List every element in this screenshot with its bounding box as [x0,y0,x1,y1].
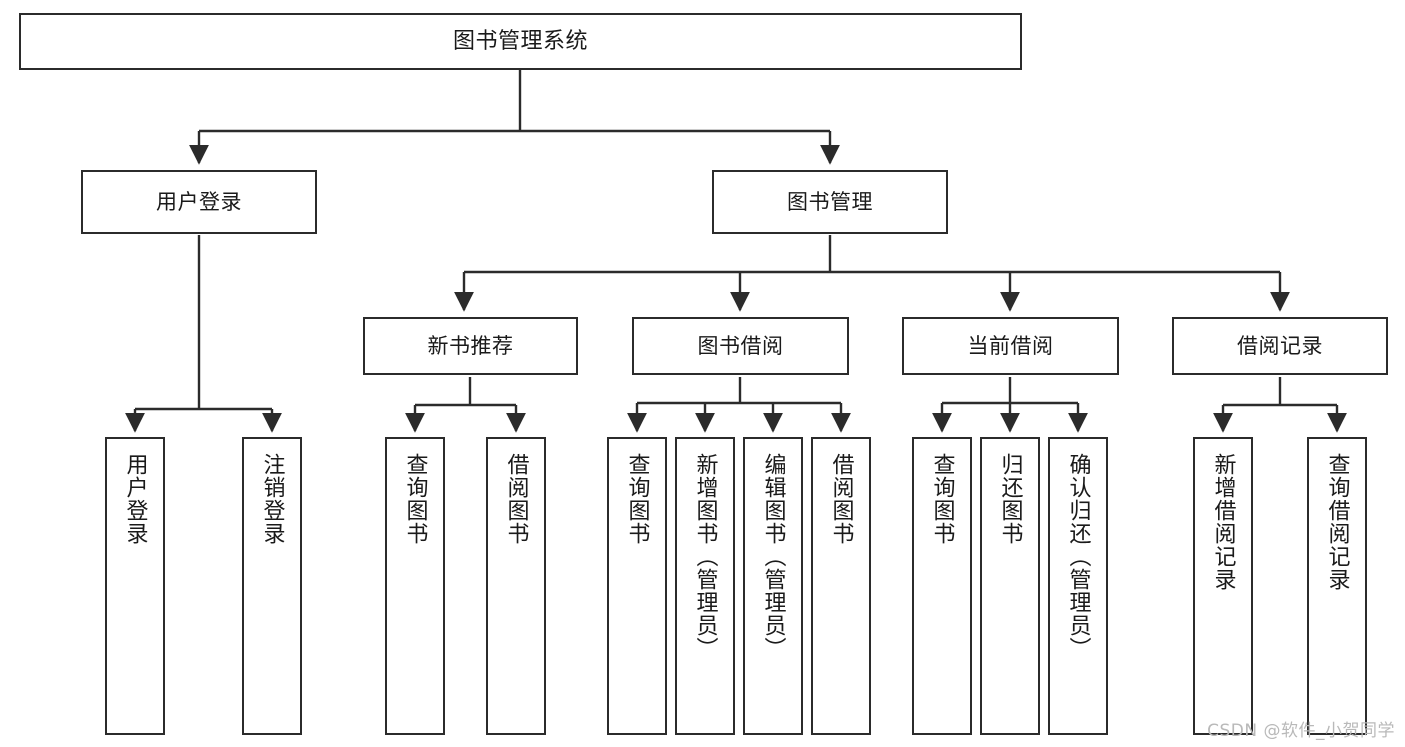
leaf-borrow-borrow-book[interactable]: 借阅图书 [811,437,871,735]
node-label: 借阅图书 [503,453,529,545]
node-label: 新书推荐 [427,333,514,358]
node-label: 图书管理 [787,189,873,214]
leaf-recommend-query-book[interactable]: 查询图书 [385,437,445,735]
node-label: 确认归还（管理员） [1065,453,1091,660]
leaf-borrow-add-book-admin[interactable]: 新增图书（管理员） [675,437,735,735]
node-label: 查询图书 [929,453,955,545]
node-user-login[interactable]: 用户登录 [81,170,317,234]
node-book-management[interactable]: 图书管理 [712,170,948,234]
node-label: 用户登录 [122,453,148,545]
leaf-record-add-record[interactable]: 新增借阅记录 [1193,437,1253,735]
node-book-borrow[interactable]: 图书借阅 [632,317,849,375]
leaf-borrow-query-book[interactable]: 查询图书 [607,437,667,735]
leaf-current-confirm-return-admin[interactable]: 确认归还（管理员） [1048,437,1108,735]
node-label: 借阅记录 [1237,333,1323,358]
node-label: 当前借阅 [967,333,1054,358]
leaf-recommend-borrow-book[interactable]: 借阅图书 [486,437,546,735]
node-label: 用户登录 [156,189,242,214]
leaf-borrow-edit-book-admin[interactable]: 编辑图书（管理员） [743,437,803,735]
leaf-user-login-login[interactable]: 用户登录 [105,437,165,735]
node-borrow-record[interactable]: 借阅记录 [1172,317,1388,375]
node-current-borrow[interactable]: 当前借阅 [902,317,1119,375]
leaf-record-query-record[interactable]: 查询借阅记录 [1307,437,1367,735]
node-label: 图书管理系统 [452,28,588,54]
node-label: 新增借阅记录 [1210,453,1236,591]
node-label: 查询图书 [624,453,650,545]
csdn-watermark: CSDN @软件_小贺同学 [1207,721,1395,741]
leaf-current-return-book[interactable]: 归还图书 [980,437,1040,735]
leaf-current-query-book[interactable]: 查询图书 [912,437,972,735]
node-label: 编辑图书（管理员） [760,453,786,660]
node-label: 归还图书 [997,453,1023,545]
node-label: 注销登录 [259,453,285,545]
node-label: 借阅图书 [828,453,854,545]
leaf-user-login-logout[interactable]: 注销登录 [242,437,302,735]
node-label: 图书借阅 [697,333,784,358]
node-new-book-recommend[interactable]: 新书推荐 [363,317,578,375]
node-label: 查询借阅记录 [1324,453,1350,591]
node-label: 新增图书（管理员） [692,453,718,660]
node-label: 查询图书 [402,453,428,545]
node-root-system[interactable]: 图书管理系统 [19,13,1022,70]
